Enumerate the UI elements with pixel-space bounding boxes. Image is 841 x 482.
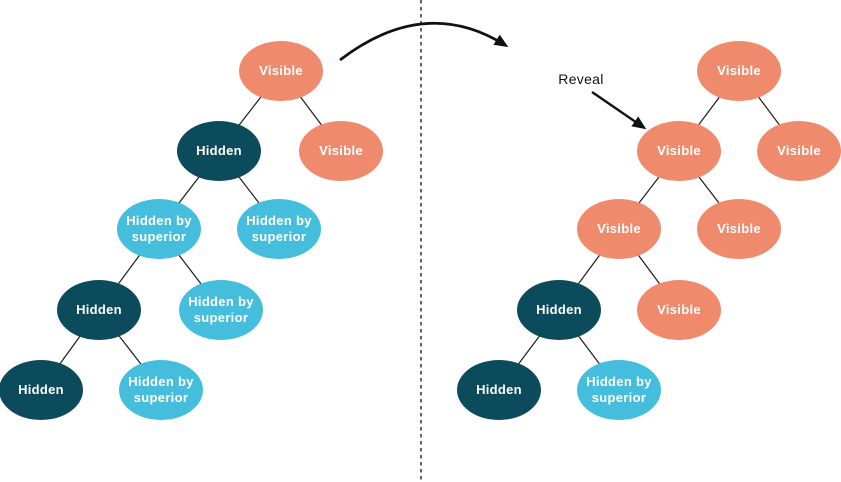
transform-arrow (339, 21, 509, 62)
tree-node-label: Visible (777, 142, 821, 158)
tree-node-label: Visible (597, 220, 641, 236)
tree-node-hidden-by-superior: Hidden by superior (119, 360, 203, 420)
tree-node-label: Hidden by superior (246, 212, 312, 244)
tree-node-label: Visible (259, 62, 303, 78)
reveal-label: Reveal (558, 71, 604, 87)
tree-node-hidden-by-superior: Hidden by superior (179, 280, 263, 340)
tree-node-hidden: Hidden (0, 360, 83, 420)
tree-node-label: Visible (717, 62, 761, 78)
tree-node-visible: Visible (697, 199, 781, 259)
tree-node-label: Hidden (196, 142, 242, 158)
tree-node-label: Hidden by superior (188, 293, 254, 325)
tree-node-label: Visible (657, 142, 701, 158)
tree-node-label: Hidden (76, 301, 122, 317)
tree-node-hidden: Hidden (177, 121, 261, 181)
tree-node-label: Visible (657, 301, 701, 317)
reveal-arrow (591, 91, 647, 130)
tree-node-hidden: Hidden (457, 360, 541, 420)
tree-node-hidden: Hidden (517, 280, 601, 340)
tree-node-hidden: Hidden (57, 280, 141, 340)
tree-node-visible: Visible (577, 199, 661, 259)
tree-node-label: Visible (319, 142, 363, 158)
tree-node-label: Hidden (536, 301, 582, 317)
tree-node-hidden-by-superior: Hidden by superior (117, 199, 201, 259)
tree-node-label: Visible (717, 220, 761, 236)
tree-node-hidden-by-superior: Hidden by superior (237, 199, 321, 259)
tree-node-visible: Visible (697, 41, 781, 101)
tree-node-hidden-by-superior: Hidden by superior (577, 360, 661, 420)
tree-node-visible: Visible (299, 121, 383, 181)
tree-node-label: Hidden (476, 381, 522, 397)
tree-node-label: Hidden by superior (128, 373, 194, 405)
tree-node-label: Hidden (18, 381, 64, 397)
tree-node-visible: Visible (637, 121, 721, 181)
tree-node-visible: Visible (757, 121, 841, 181)
tree-node-label: Hidden by superior (586, 373, 652, 405)
tree-node-visible: Visible (239, 41, 323, 101)
tree-node-visible: Visible (637, 280, 721, 340)
tree-node-label: Hidden by superior (126, 212, 192, 244)
